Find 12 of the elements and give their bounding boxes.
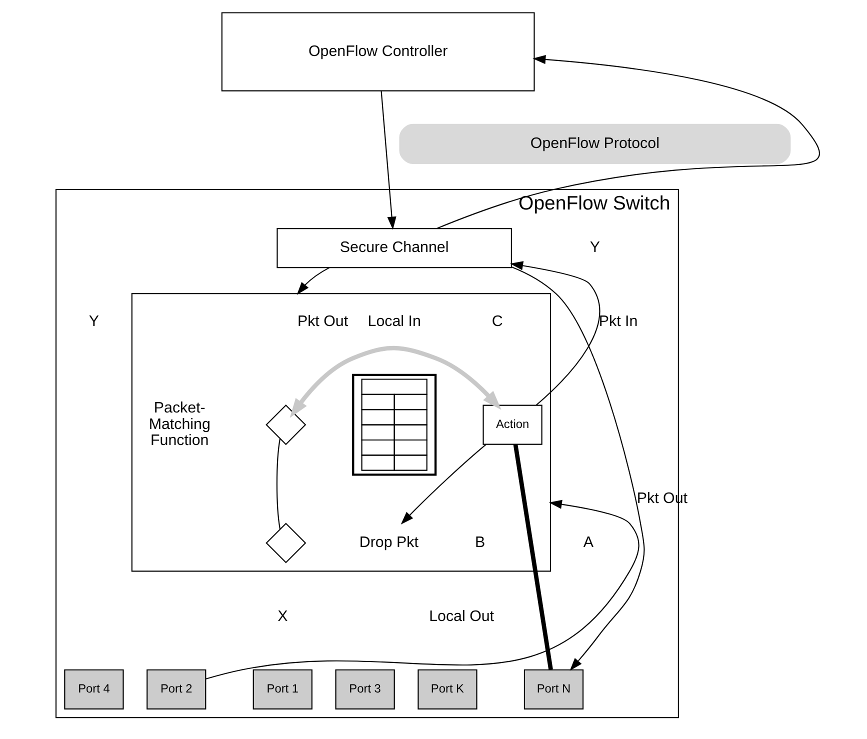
node-text: Drop Pkt <box>359 534 418 552</box>
node-label: Packet- Matching Function <box>148 400 210 450</box>
edge-label: Pkt In <box>598 312 638 330</box>
label: A <box>583 534 594 552</box>
label: Local In <box>368 312 421 330</box>
label: X <box>278 608 288 625</box>
label: Y <box>590 239 600 256</box>
label: C <box>492 312 503 330</box>
edge-label: Pkt Out <box>297 312 348 330</box>
label: Local Out <box>429 608 494 625</box>
label: B <box>474 534 486 552</box>
label: Y <box>88 312 100 330</box>
